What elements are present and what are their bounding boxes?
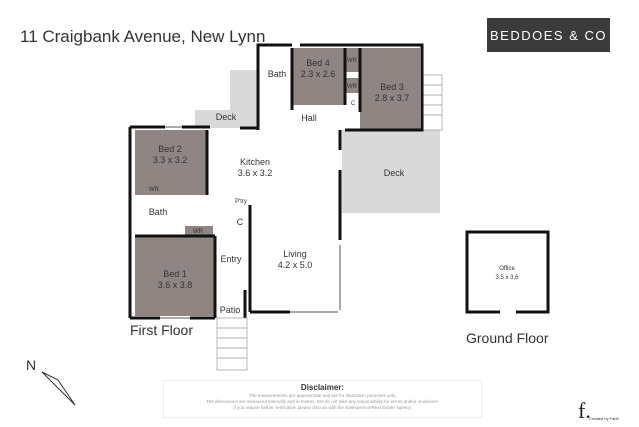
room-deck-left: Deck <box>216 112 237 122</box>
room-closet: C <box>237 217 244 227</box>
room-wr-2: WR <box>347 84 358 90</box>
fabit-logo: f. <box>578 398 591 423</box>
disclaimer-box: Disclaimer: The measurements are approxi… <box>163 380 482 418</box>
room-hall: Hall <box>301 113 317 123</box>
office-building <box>465 230 550 314</box>
bed3-room <box>360 48 420 130</box>
room-bed1-size: 3.6 x 3.8 <box>158 280 193 290</box>
disclaimer-line: The dimensions are measured internally a… <box>205 399 440 404</box>
deck-left <box>195 70 258 128</box>
disclaimer-line: The measurements are approximate and are… <box>248 393 397 398</box>
disclaimer-line: If you require further verification plea… <box>233 405 412 410</box>
room-closet-top: C <box>351 101 356 107</box>
disclaimer-title: Disclaimer: <box>300 383 345 392</box>
brand-logo: BEDDOES & CO <box>487 18 610 52</box>
fabit-credit: f. Created by Fabit <box>578 398 619 424</box>
room-bed2-size: 3.3 x 3.2 <box>153 155 188 165</box>
room-bath: Bath <box>149 207 168 217</box>
credit-text: Created by Fabit <box>589 416 619 421</box>
north-arrow-icon: N <box>26 357 76 406</box>
room-kitchen-size: 3.6 x 3.2 <box>238 168 273 178</box>
stairs-right <box>420 74 443 131</box>
room-bed2-name: Bed 2 <box>158 144 182 154</box>
ground-floor-label: Ground Floor <box>466 330 549 346</box>
room-deck-right: Deck <box>384 168 405 178</box>
room-pantry: P'try <box>235 199 247 205</box>
compass-label: N <box>26 357 36 373</box>
room-bed1-name: Bed 1 <box>163 269 187 279</box>
room-bed3-name: Bed 3 <box>380 82 404 92</box>
deck-right <box>342 130 440 213</box>
room-kitchen-name: Kitchen <box>240 157 270 167</box>
room-office-name: Office <box>499 266 515 272</box>
bed4-room <box>293 48 345 105</box>
walls <box>128 43 424 320</box>
room-bed3-size: 2.8 x 3.7 <box>375 93 410 103</box>
room-entry: Entry <box>220 254 242 264</box>
stairs-patio <box>216 317 248 371</box>
room-bed4-size: 2.3 x 2.6 <box>301 69 336 79</box>
first-floor-label: First Floor <box>130 322 193 338</box>
room-living-size: 4.2 x 5.0 <box>278 260 313 270</box>
bed1-room <box>135 236 215 316</box>
property-address: 11 Craigbank Avenue, New Lynn <box>20 27 266 46</box>
room-bath-top: Bath <box>268 69 287 79</box>
windows <box>160 126 341 319</box>
room-bed4-name: Bed 4 <box>306 58 330 68</box>
room-living-name: Living <box>283 249 307 259</box>
room-wr-1: WR <box>347 58 358 64</box>
room-wr-bed1: WR <box>193 229 204 235</box>
room-wr-bed2: WR <box>149 187 160 193</box>
room-patio: Patio <box>220 305 241 315</box>
room-office-size: 3.5 x 3.6 <box>495 275 519 281</box>
